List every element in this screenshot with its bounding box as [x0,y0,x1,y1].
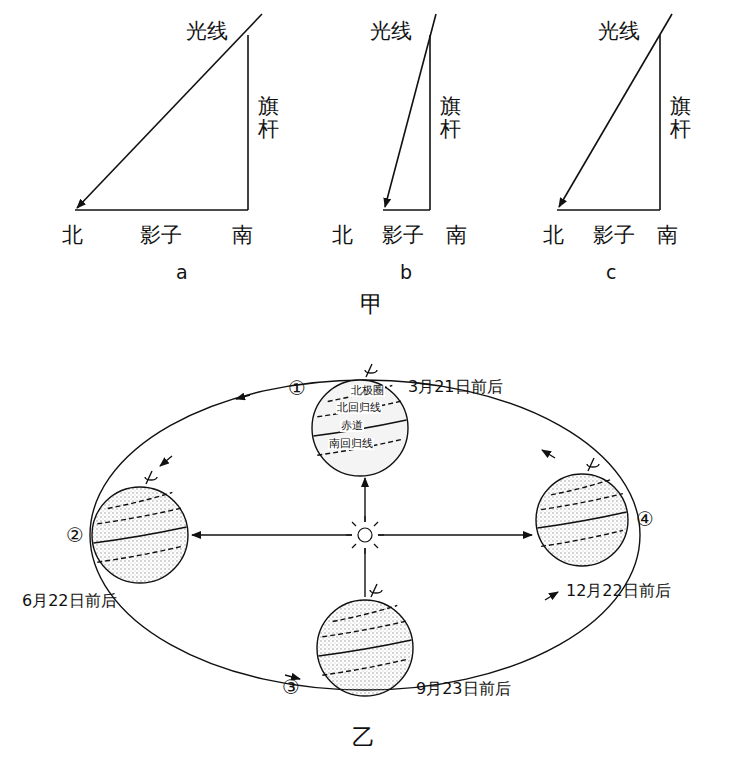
latitude-line [108,492,173,508]
latitude-line [322,659,407,675]
light-ray-label: 光线 [370,20,412,43]
latitude-line [328,385,393,401]
latitude-line [317,401,402,417]
globe [317,600,413,696]
rotation-axis [365,364,377,377]
latitude-line [97,546,182,562]
callout-number: ③ [282,676,300,698]
date-label: 6月22日前后 [22,592,117,610]
latitude-line [541,494,623,510]
light-ray-label: 光线 [186,20,228,43]
globe [536,474,628,566]
direction-label: 南 [232,224,253,247]
callout-number: ② [66,524,84,546]
latitude-line [541,530,623,546]
shadow-label: 影子 [140,224,182,247]
latitude-line [93,527,186,543]
latitude-line [537,512,626,528]
date-label: 3月21日前后 [408,378,503,396]
flagpole-label: 旗杆 [258,95,279,141]
direction-label: 南 [657,224,678,247]
figure-title: 乙 [352,725,375,750]
figure-letter: b [400,262,412,283]
flagpole-label: 旗杆 [670,95,691,141]
date-label: 9月23日前后 [416,680,511,698]
latitude-line [318,640,411,656]
direction-label: 北 [332,224,353,247]
callout-number: ① [288,377,306,399]
figure-letter: a [176,262,188,283]
shadow-label: 影子 [593,224,635,247]
latitude-label: 南回归线 [328,438,374,450]
callout-number: ④ [636,508,654,530]
flagpole-label: 旗杆 [440,95,461,141]
latitude-line [322,621,407,637]
shadow-label: 影子 [382,224,424,247]
rotation-axis [370,584,382,597]
rotation-axis [145,471,157,484]
latitude-line [551,479,613,495]
date-label: 12月22日前后 [566,582,671,600]
latitude-label: 赤道 [340,420,364,432]
rotation-axis [587,458,599,471]
figure-title: 甲 [360,292,383,317]
latitude-line [97,508,182,524]
latitude-label: 北回归线 [336,402,382,414]
latitude-line [313,420,406,436]
globe [312,380,408,476]
direction-label: 北 [543,224,564,247]
globe [92,487,188,583]
light-ray-label: 光线 [598,20,640,43]
latitude-line [333,605,398,621]
latitude-label: 北极圈 [350,385,385,397]
direction-label: 南 [446,224,467,247]
direction-label: 北 [62,224,83,247]
figure-letter: c [606,262,616,283]
